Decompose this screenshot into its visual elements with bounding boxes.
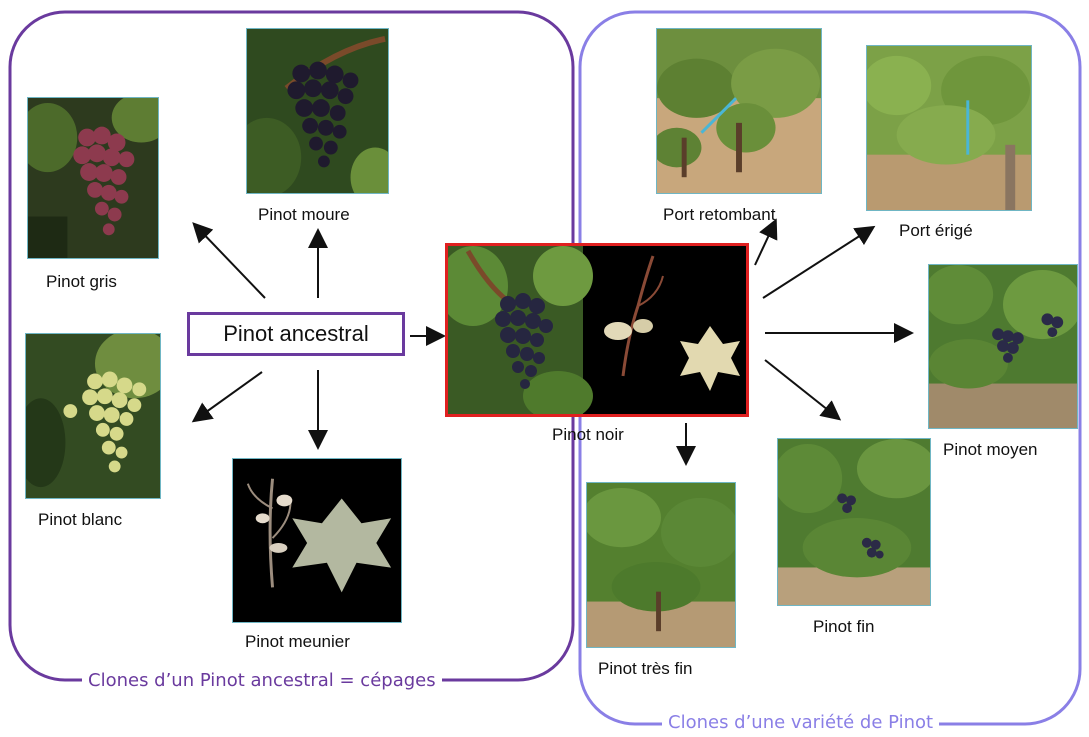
pinot-fin-label: Pinot fin [813,617,874,637]
pinot-gris-label: Pinot gris [46,272,117,292]
pinot-gris-photo [27,97,159,259]
pinot-ancestral-node: Pinot ancestral [187,312,405,356]
pinot-blanc-label: Pinot blanc [38,510,122,530]
pinot-meunier-label: Pinot meunier [245,632,350,652]
pinot-ancestral-label: Pinot ancestral [223,321,369,347]
right-group-caption: Clones d’une variété de Pinot [662,712,939,733]
arrow-to-pinot-gris [195,225,265,298]
left-group-caption: Clones d’un Pinot ancestral = cépages [82,670,442,691]
arrow-to-pinot-fin [765,360,838,418]
pinot-noir-label: Pinot noir [552,425,624,445]
arrow-to-pinot-blanc [195,372,262,420]
arrow-to-port-erige [763,228,872,298]
pinot-moure-label: Pinot moure [258,205,350,225]
pinot-tres-fin-photo [586,482,736,648]
pinot-blanc-photo [25,333,161,499]
pinot-noir-photo [445,243,749,417]
port-erige-label: Port érigé [899,221,973,241]
pinot-fin-photo [777,438,931,606]
port-retombant-label: Port retombant [663,205,775,225]
port-retombant-photo [656,28,822,194]
pinot-moyen-photo [928,264,1078,429]
pinot-tres-fin-label: Pinot très fin [598,659,693,679]
pinot-moure-photo [246,28,389,194]
pinot-moyen-label: Pinot moyen [943,440,1038,460]
arrow-to-port-retombant [755,222,775,265]
pinot-meunier-photo [232,458,402,623]
port-erige-photo [866,45,1032,211]
